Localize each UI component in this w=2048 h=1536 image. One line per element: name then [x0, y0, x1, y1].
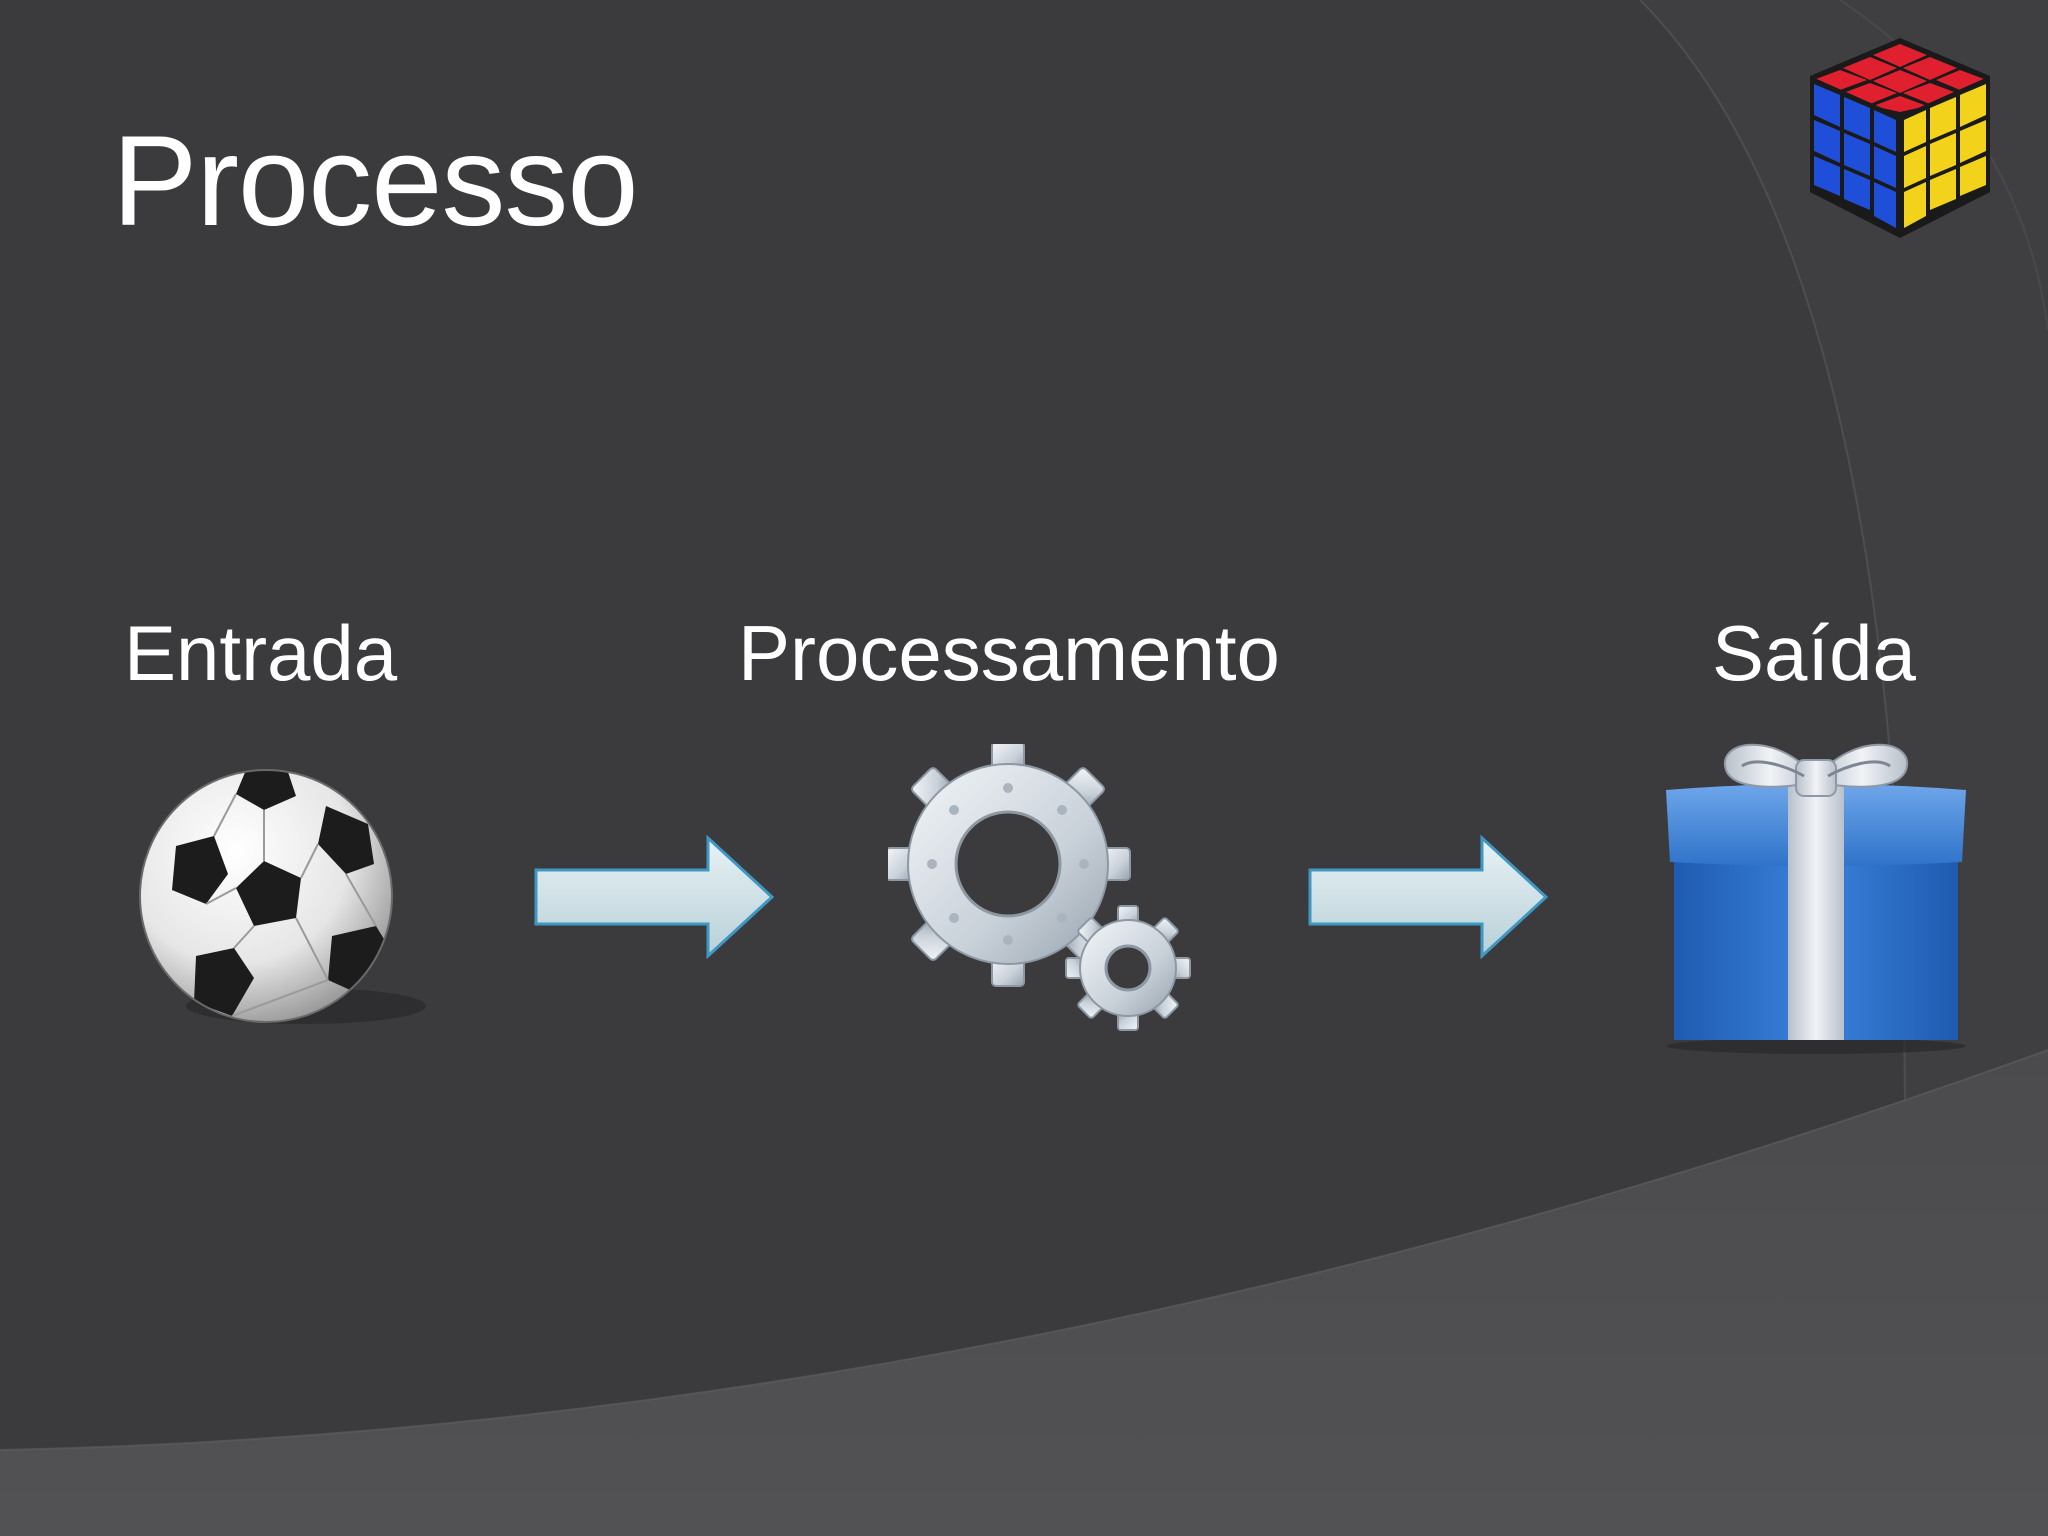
soccer-ball-icon	[139, 769, 426, 1024]
step-label-output: Saída	[1712, 609, 1916, 697]
gift-box-icon	[1666, 743, 1966, 1054]
arrow-right-icon	[1308, 834, 1549, 960]
slide-title: Processo	[112, 110, 639, 253]
rubiks-cube-icon	[1810, 38, 1990, 238]
step-label-input: Entrada	[124, 609, 398, 697]
arrow-right-icon	[534, 834, 775, 960]
step-label-processing: Processamento	[738, 609, 1280, 697]
gears-icon	[888, 744, 1191, 1031]
